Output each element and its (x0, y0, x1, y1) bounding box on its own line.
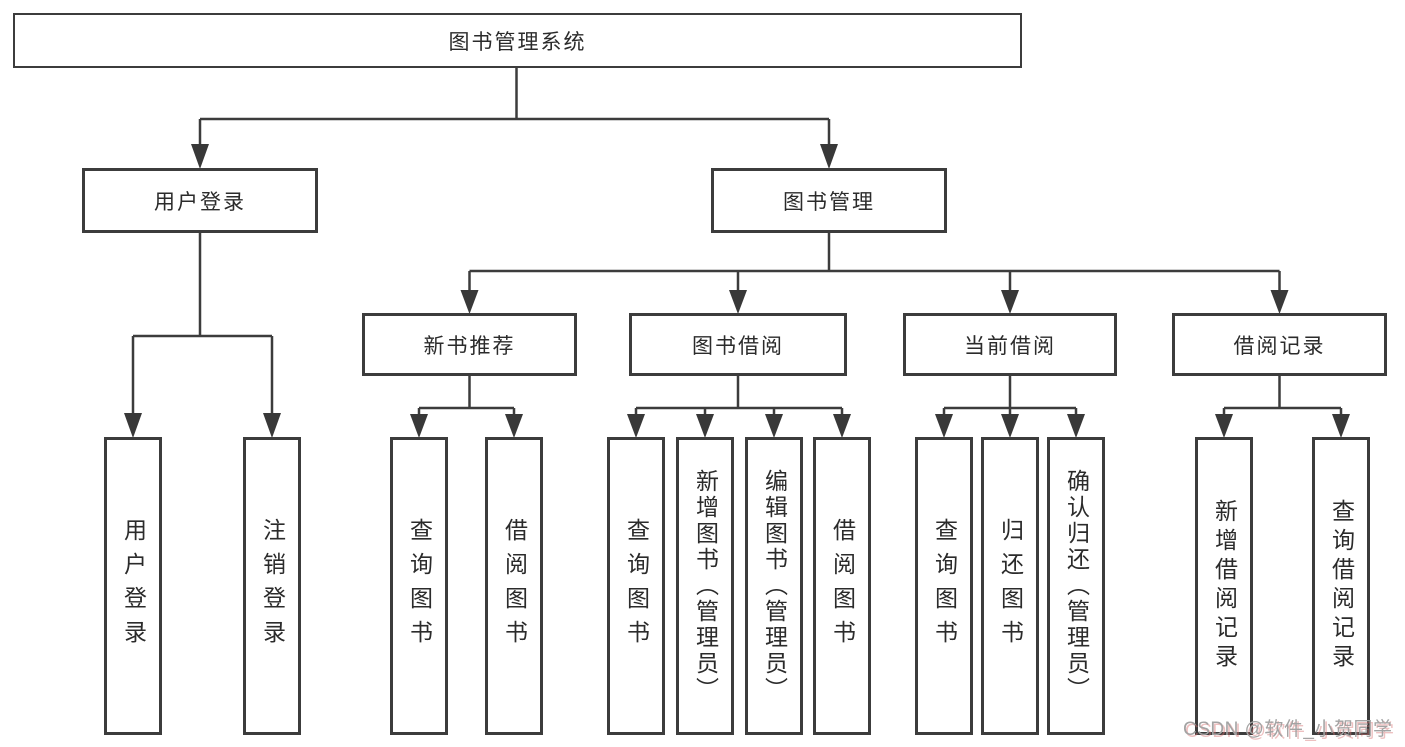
node-label: 图书管理 (783, 190, 875, 214)
leaf-label: 查询借阅记录 (1328, 499, 1355, 673)
leaf-label: 查询图书 (931, 518, 958, 654)
connector-records-to-leaves (1215, 376, 1350, 438)
node-current-borrowing: 当前借阅 (903, 313, 1117, 376)
leaf-logout: 注销登录 (243, 437, 301, 735)
leaf-label: 借阅图书 (501, 518, 528, 654)
connector-book-management-to-level3 (460, 233, 1289, 314)
connector-root-to-level2 (191, 68, 838, 169)
leaf-add-borrow-record: 新增借阅记录 (1195, 437, 1253, 735)
leaf-user-login: 用户登录 (104, 437, 162, 735)
node-library-management-system: 图书管理系统 (13, 13, 1022, 68)
node-label: 图书管理系统 (448, 30, 587, 54)
leaf-query-books-recommend: 查询图书 (390, 437, 448, 735)
leaf-label: 新增图书（管理员） (692, 469, 719, 703)
node-label: 用户登录 (154, 190, 246, 214)
leaf-borrow-books-recommend: 借阅图书 (485, 437, 543, 735)
leaf-borrow-books-borrowing: 借阅图书 (813, 437, 871, 735)
node-new-book-recommendation: 新书推荐 (362, 313, 577, 376)
node-label: 图书借阅 (692, 334, 784, 358)
node-label: 借阅记录 (1233, 334, 1326, 358)
connector-borrowing-to-leaves (627, 376, 851, 438)
node-label: 新书推荐 (423, 334, 516, 358)
leaf-query-borrow-record: 查询借阅记录 (1312, 437, 1370, 735)
connector-recommend-to-leaves (410, 376, 523, 438)
leaf-return-books: 归还图书 (981, 437, 1039, 735)
connector-user-login-to-leaves (124, 233, 281, 438)
connector-current-to-leaves (935, 376, 1085, 438)
node-book-borrowing: 图书借阅 (629, 313, 847, 376)
node-book-management: 图书管理 (711, 168, 947, 233)
leaf-confirm-return-admin: 确认归还（管理员） (1047, 437, 1105, 735)
leaf-label: 查询图书 (406, 518, 433, 654)
node-borrowing-records: 借阅记录 (1172, 313, 1387, 376)
node-label: 当前借阅 (964, 334, 1056, 358)
leaf-label: 用户登录 (120, 518, 147, 654)
watermark-csdn: CSDN @软件_小贺同学 (1183, 719, 1393, 740)
leaf-label: 查询图书 (623, 518, 650, 654)
leaf-edit-books-admin: 编辑图书（管理员） (745, 437, 803, 735)
leaf-label: 借阅图书 (829, 518, 856, 654)
leaf-query-books-borrowing: 查询图书 (607, 437, 665, 735)
leaf-label: 归还图书 (997, 518, 1024, 654)
leaf-label: 新增借阅记录 (1211, 499, 1238, 673)
node-user-login: 用户登录 (82, 168, 318, 233)
leaf-label: 编辑图书（管理员） (761, 469, 788, 703)
leaf-label: 注销登录 (259, 518, 286, 654)
leaf-add-books-admin: 新增图书（管理员） (676, 437, 734, 735)
leaf-query-books-current: 查询图书 (915, 437, 973, 735)
leaf-label: 确认归还（管理员） (1063, 469, 1090, 703)
